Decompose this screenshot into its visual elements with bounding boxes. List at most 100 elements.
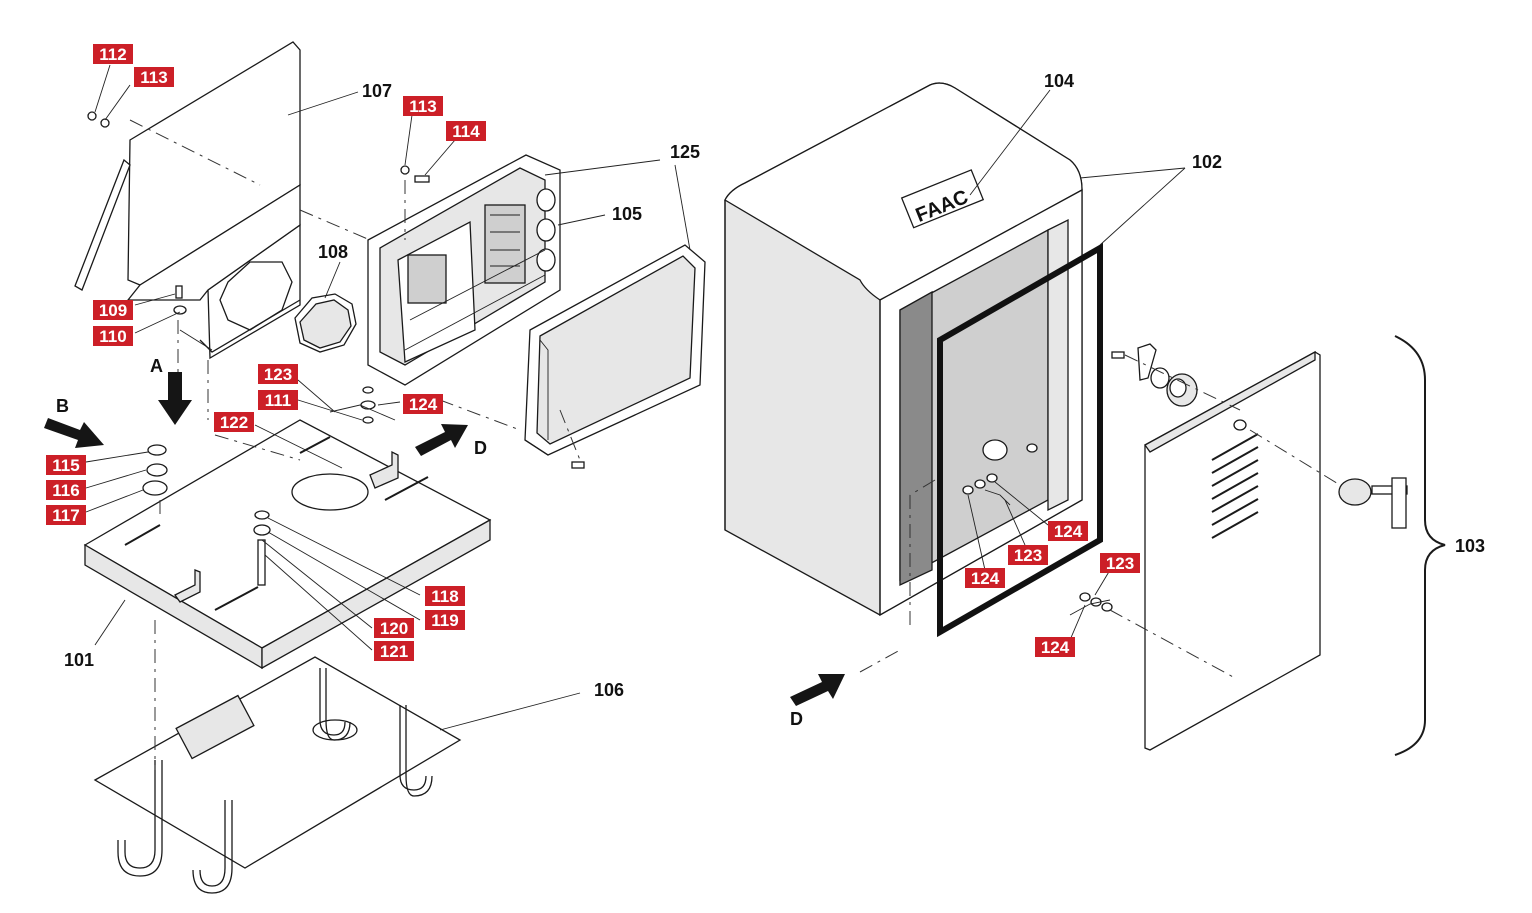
part-tag: 123 [258,364,298,384]
part-label: 108 [318,242,348,262]
part-tag: 124 [965,568,1005,588]
part-tag: 110 [93,326,133,346]
part-tag-number: 122 [220,413,248,432]
control-box-105 [367,154,561,386]
part-tag-background [446,121,486,141]
part-tag-number: 120 [380,619,408,638]
gasket-102 [937,242,1103,638]
part-tag: 124 [1048,521,1088,541]
part-tag-number: 110 [99,327,126,346]
part-label: 104 [1044,71,1074,91]
part-tag-number: 119 [431,611,458,630]
part-tag-number: 124 [971,569,1000,588]
part-tag-background [1035,637,1075,657]
part-tag: 119 [425,610,465,630]
part-tag: 121 [374,641,414,661]
part-tag-background [1100,553,1140,573]
arrow-letters: A B D D [56,356,803,729]
red-part-tags: 112 113 113 114 109 110 123 111 124 122 115 116 117 1… [46,44,1140,661]
part-tag-background [46,480,86,500]
part-label: 125 [670,142,700,162]
hardware-parts [87,111,585,586]
part-tag-background [93,44,133,64]
arrow-d-right [790,674,845,706]
part-tag-number: 121 [380,642,408,661]
box-lid-125 [524,244,706,456]
part-tag-number: 123 [1014,546,1042,565]
door-vents [1211,433,1259,539]
part-tag: 109 [93,300,133,320]
part-tag: 111 [258,390,298,410]
part-tag-number: 115 [52,456,79,475]
part-label: 107 [362,81,392,101]
part-tag-number: 123 [1106,554,1134,573]
part-tag: 122 [214,412,254,432]
part-tag: 113 [403,96,443,116]
part-tag-background [425,586,465,606]
leader-lines [85,64,1186,731]
arrow-letter: A [150,356,163,376]
part-tag: 115 [46,455,86,475]
part-tag: 117 [46,505,86,525]
part-tag: 118 [425,586,465,606]
part-tag-background [1048,521,1088,541]
base-plate-101 [83,419,492,670]
part-tag-background [403,394,443,414]
arrow-letter: B [56,396,69,416]
arrow-letter: D [474,438,487,458]
part-tag-background [134,67,174,87]
part-tag: 114 [446,121,486,141]
lock-parts [962,343,1408,616]
part-tag: 123 [1008,545,1048,565]
part-tag-number: 123 [264,365,292,384]
assembly-axes-right [859,354,1341,679]
part-label: 105 [612,204,642,224]
part-tag-number: 112 [99,45,126,64]
part-tag-background [93,326,133,346]
part-tag-background [258,364,298,384]
part-tag-background [374,641,414,661]
foundation-plate-106 [93,656,462,869]
part-tag-background [46,505,86,525]
part-label: 101 [64,650,94,670]
part-tag-number: 118 [431,587,458,606]
part-tag: 116 [46,480,86,500]
part-tag-number: 113 [140,68,167,87]
part-tag-number: 114 [452,122,480,141]
part-label: 102 [1192,152,1222,172]
part-tag-number: 109 [99,301,127,320]
part-tag-background [403,96,443,116]
part-tag: 124 [1035,637,1075,657]
part-tag-number: 124 [1041,638,1070,657]
part-tag-background [258,390,298,410]
part-tag-number: 117 [52,506,79,525]
part-tag-number: 111 [265,391,292,410]
direction-arrows [44,372,845,706]
arrow-b [44,418,104,448]
part-tag-background [965,568,1005,588]
assembly-axes-left [129,119,581,770]
part-tag-background [93,300,133,320]
arrow-a [158,372,192,425]
part-tag-number: 116 [52,481,79,500]
arrow-d-left [415,424,468,456]
part-tag: 123 [1100,553,1140,573]
part-tag-background [374,618,414,638]
door-103 [1144,350,1321,751]
part-tag: 120 [374,618,414,638]
part-tag-number: 124 [409,395,438,414]
part-tag-number: 124 [1054,522,1083,541]
housing-104 [724,82,1083,617]
brace-103 [1394,335,1446,756]
cable-gland-108 [294,293,357,353]
part-tag: 124 [403,394,443,414]
part-tag-background [214,412,254,432]
part-tag-background [46,455,86,475]
part-labels: 107 108 105 125 104 102 101 106 103 [64,71,1485,700]
part-label: 103 [1455,536,1485,556]
part-tag-background [1008,545,1048,565]
part-label: 106 [594,680,624,700]
part-tag-background [425,610,465,630]
arrow-letter: D [790,709,803,729]
